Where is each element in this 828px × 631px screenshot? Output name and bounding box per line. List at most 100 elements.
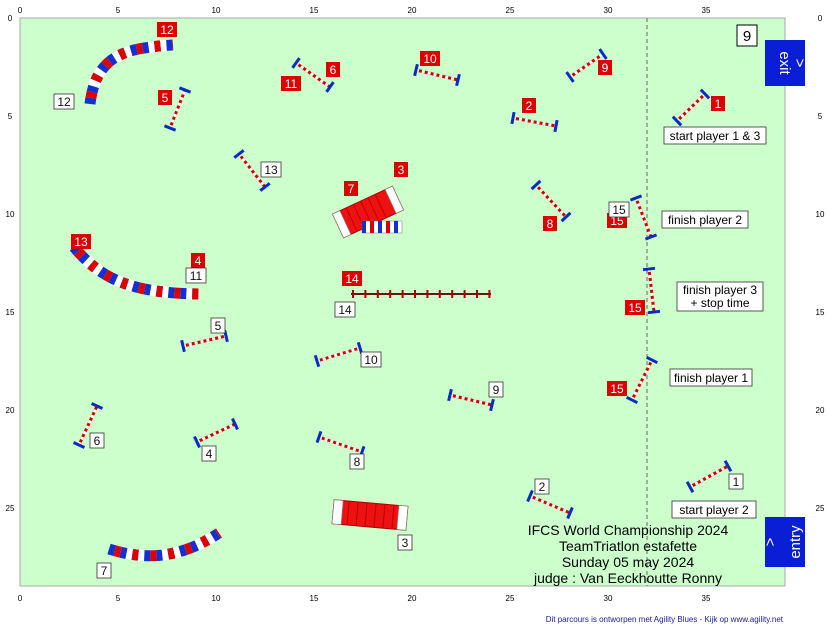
tunnel-13 — [69, 243, 200, 300]
jump-10 — [413, 63, 461, 87]
note-finish-player-1: finish player 1 — [669, 368, 753, 387]
tick-bottom-10: 10 — [212, 594, 221, 603]
tick-left-20: 20 — [6, 406, 15, 415]
white-label-text: 9 — [493, 383, 500, 397]
white-label-text: 15 — [612, 203, 626, 217]
tunnel-12 — [84, 39, 174, 105]
axis-left: 0 5 10 15 20 25 — [6, 14, 15, 513]
white-label-7: 7 — [96, 562, 112, 579]
exit-gate — [765, 40, 805, 86]
white-label-text: 2 — [539, 480, 546, 494]
note-stop-time-text: + stop time — [690, 296, 749, 310]
jump-2-low — [526, 489, 574, 520]
tick-bottom-35: 35 — [702, 594, 711, 603]
chute-low — [331, 499, 409, 531]
obstacle-labels: 1234567891011121314151515123456789101112… — [53, 22, 744, 579]
white-label-text: 7 — [101, 564, 108, 578]
white-label-14: 14 — [334, 301, 356, 318]
tick-top-5: 5 — [116, 6, 121, 15]
jump-15-right — [629, 194, 658, 241]
tick-top-20: 20 — [408, 6, 417, 15]
red-label-text: 12 — [160, 23, 174, 37]
note-finish-player-1-text: finish player 1 — [674, 371, 748, 385]
info-title: IFCS World Championship 2024 — [528, 522, 729, 538]
red-label-text: 2 — [526, 99, 533, 113]
note-finish-player-2-text: finish player 2 — [668, 213, 742, 227]
entry-gate — [765, 517, 805, 567]
jump-5 — [163, 86, 192, 132]
tick-right-15: 15 — [816, 308, 825, 317]
tick-top-25: 25 — [506, 6, 515, 15]
jump-15-low — [625, 355, 659, 405]
jump-9-low — [447, 388, 495, 412]
course-number: 9 — [743, 28, 751, 45]
white-label-text: 3 — [402, 536, 409, 550]
tick-right-0: 0 — [818, 14, 823, 23]
info-date: Sunday 05 may 2024 — [562, 554, 695, 570]
field — [19, 17, 786, 587]
red-label-4: 4 — [191, 253, 205, 268]
tunnel-3-small — [361, 220, 403, 234]
tick-top-0: 0 — [18, 6, 23, 15]
white-label-text: 14 — [338, 303, 352, 317]
red-label-9: 9 — [598, 60, 612, 75]
white-label-text: 10 — [364, 353, 378, 367]
tick-bottom-30: 30 — [604, 594, 613, 603]
tick-top-10: 10 — [212, 6, 221, 15]
jump-13 — [233, 149, 271, 192]
info-judge: judge : Van Eeckhoutte Ronny — [533, 570, 722, 586]
note-finish-player-3-text: finish player 3 — [683, 283, 757, 297]
white-label-10: 10 — [360, 351, 382, 368]
red-label-text: 3 — [398, 163, 405, 177]
white-label-1: 1 — [728, 473, 744, 490]
red-label-8: 8 — [543, 216, 557, 231]
tick-bottom-20: 20 — [408, 594, 417, 603]
white-label-11: 11 — [185, 267, 207, 284]
red-label-text: 15 — [610, 382, 624, 396]
tick-left-5: 5 — [8, 112, 13, 121]
tick-left-10: 10 — [6, 210, 15, 219]
axis-top: 0 5 10 15 20 25 30 35 — [18, 6, 711, 15]
jump-9 — [565, 48, 608, 83]
white-label-text: 12 — [57, 95, 71, 109]
footer-credit: Dit parcours is ontworpen met Agility Bl… — [546, 615, 784, 624]
jump-8-low — [315, 430, 366, 459]
red-label-6: 6 — [326, 62, 340, 77]
info-subtitle: TeamTriatlon estafette — [559, 538, 697, 554]
white-label-text: 4 — [206, 447, 213, 461]
red-label-7: 7 — [344, 181, 358, 196]
red-label-1: 1 — [711, 96, 725, 111]
white-label-9: 9 — [488, 381, 504, 398]
tunnel-7 — [107, 528, 223, 562]
tick-right-25: 25 — [816, 504, 825, 513]
tick-left-25: 25 — [6, 504, 15, 513]
jump-2 — [510, 111, 559, 133]
tick-right-10: 10 — [816, 210, 825, 219]
white-label-6: 6 — [89, 432, 105, 449]
red-label-14: 14 — [342, 271, 362, 286]
jump-4-low — [193, 417, 239, 449]
red-label-11: 11 — [281, 76, 301, 91]
axis-bottom: 0 5 10 15 20 25 30 35 — [18, 594, 711, 603]
white-label-text: 5 — [215, 319, 222, 333]
jump-8 — [530, 179, 572, 223]
white-label-13: 13 — [260, 161, 282, 178]
jump-6-low — [72, 402, 104, 449]
note-finish-player-3: finish player 3 + stop time — [676, 281, 764, 312]
white-label-3: 3 — [397, 534, 413, 551]
red-label-5: 5 — [158, 90, 172, 105]
tick-bottom-25: 25 — [506, 594, 515, 603]
red-label-text: 13 — [74, 235, 88, 249]
red-label-text: 5 — [162, 91, 169, 105]
white-label-text: 1 — [733, 475, 740, 489]
note-finish-player-2: finish player 2 — [661, 210, 749, 229]
note-start-player-1-3-text: start player 1 & 3 — [670, 129, 761, 143]
entry-arrow: > — [762, 537, 779, 546]
white-label-15: 15 — [608, 201, 630, 218]
exit-arrow: > — [791, 59, 808, 68]
white-label-4: 4 — [201, 445, 217, 462]
red-label-13: 13 — [71, 234, 91, 249]
jump-1-low — [685, 460, 733, 493]
